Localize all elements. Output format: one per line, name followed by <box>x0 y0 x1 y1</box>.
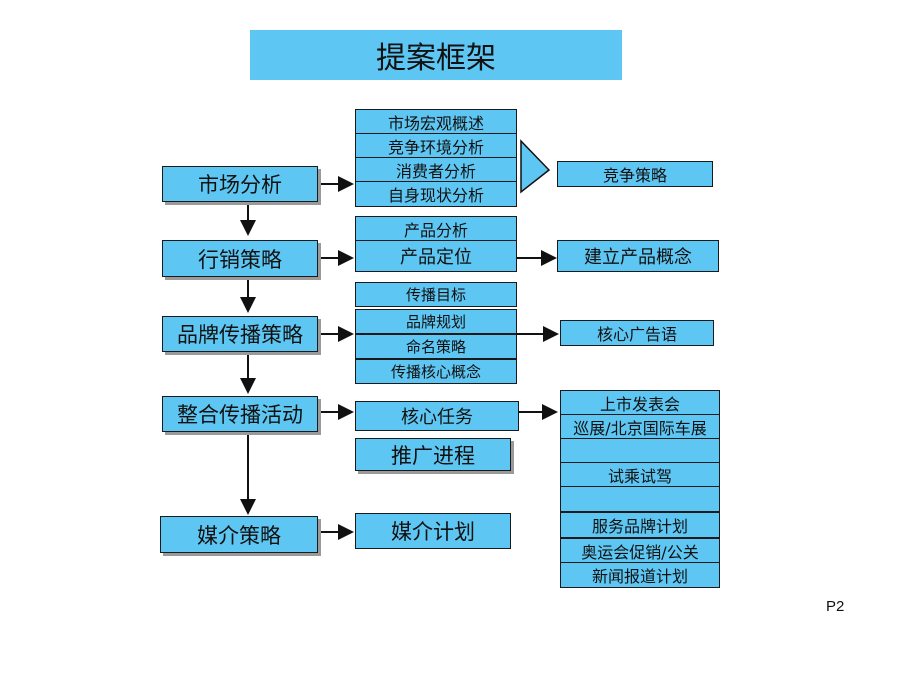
consumer-analysis-box: 消费者分析 <box>355 157 517 183</box>
marketing-strategy-box: 行销策略 <box>162 240 318 277</box>
activity-item-blank-2 <box>560 486 720 512</box>
activity-item-service-brand: 服务品牌计划 <box>560 512 720 538</box>
activity-item-launch: 上市发表会 <box>560 390 720 416</box>
page-number: P2 <box>826 598 845 615</box>
comm-core-concept-box: 传播核心概念 <box>355 359 517 384</box>
promotion-progress-box: 推广进程 <box>355 438 511 471</box>
media-plan-box: 媒介计划 <box>355 513 511 549</box>
brand-planning-box: 品牌规划 <box>355 309 517 334</box>
product-concept-box: 建立产品概念 <box>557 240 719 272</box>
brand-comm-strategy-box: 品牌传播策略 <box>162 316 318 352</box>
product-analysis-box: 产品分析 <box>355 216 517 242</box>
market-analysis-box: 市场分析 <box>162 166 318 202</box>
macro-overview-box: 市场宏观概述 <box>355 109 517 135</box>
page-title: 提案框架 <box>250 30 622 80</box>
self-status-analysis-box: 自身现状分析 <box>355 181 517 207</box>
activity-item-roadshow: 巡展/北京国际车展 <box>560 414 720 440</box>
activity-item-olympics: 奥运会促销/公关 <box>560 538 720 564</box>
core-task-box: 核心任务 <box>355 401 519 431</box>
activity-item-news: 新闻报道计划 <box>560 562 720 588</box>
competition-analysis-box: 竞争环境分析 <box>355 133 517 159</box>
integrated-activities-box: 整合传播活动 <box>162 396 318 432</box>
comm-goal-box: 传播目标 <box>355 282 517 307</box>
product-positioning-box: 产品定位 <box>355 240 517 272</box>
naming-strategy-box: 命名策略 <box>355 334 517 359</box>
competitive-strategy-box: 竞争策略 <box>557 161 713 187</box>
media-strategy-box: 媒介策略 <box>160 516 318 553</box>
activity-item-test-drive: 试乘试驾 <box>560 462 720 488</box>
core-slogan-box: 核心广告语 <box>560 320 714 346</box>
activity-item-blank-1 <box>560 438 720 464</box>
chevron-to-competitive-strategy <box>520 139 551 194</box>
